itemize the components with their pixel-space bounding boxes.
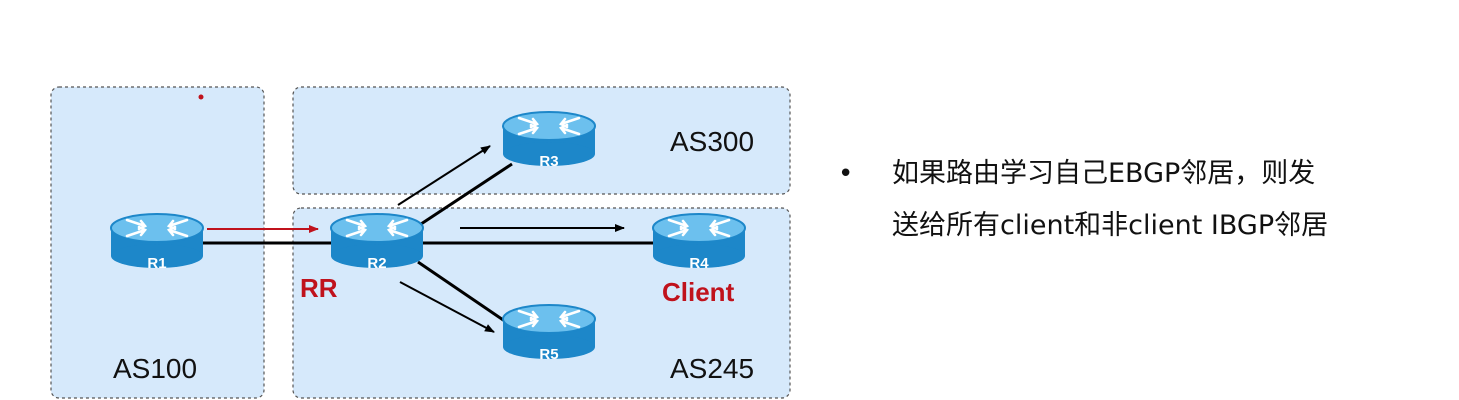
as300-label: AS300 <box>670 126 754 157</box>
router-r4: R4 <box>651 212 747 272</box>
router-r2-label: R2 <box>367 255 386 272</box>
client-label: Client <box>662 277 735 307</box>
update-arrow-to-r5 <box>399 281 495 333</box>
as100-label: AS100 <box>113 353 197 384</box>
stray-red-dot <box>198 94 204 100</box>
router-r3: R3 <box>501 110 597 170</box>
bullet-line-1: 如果路由学习自己EBGP邻居，则发 <box>892 158 1316 189</box>
update-arrow-to-r3 <box>397 145 491 206</box>
as245-label: AS245 <box>670 353 754 384</box>
router-r1-label: R1 <box>147 255 166 272</box>
router-r4-label: R4 <box>689 255 709 272</box>
router-r5-label: R5 <box>539 346 558 363</box>
bullet-symbol: • <box>838 159 854 189</box>
link-r2-r5 <box>417 260 513 328</box>
bullet-text-block: 如果路由学习自己EBGP邻居，则发 送给所有client和非client IBG… <box>892 148 1438 252</box>
bgp-topology-diagram: R1 R2 R3 R4 R5 RR Client AS100 AS300 AS2… <box>50 86 791 399</box>
bullet-point: • 如果路由学习自己EBGP邻居，则发 送给所有client和非client I… <box>838 148 1438 252</box>
router-r3-label: R3 <box>539 153 558 170</box>
router-r5: R5 <box>501 303 597 363</box>
link-r2-r3 <box>417 162 513 228</box>
router-r1: R1 <box>109 212 205 272</box>
router-r2: R2 <box>329 212 425 272</box>
bullet-line-2: 送给所有client和非client IBGP邻居 <box>892 210 1329 241</box>
rr-label: RR <box>300 273 338 303</box>
